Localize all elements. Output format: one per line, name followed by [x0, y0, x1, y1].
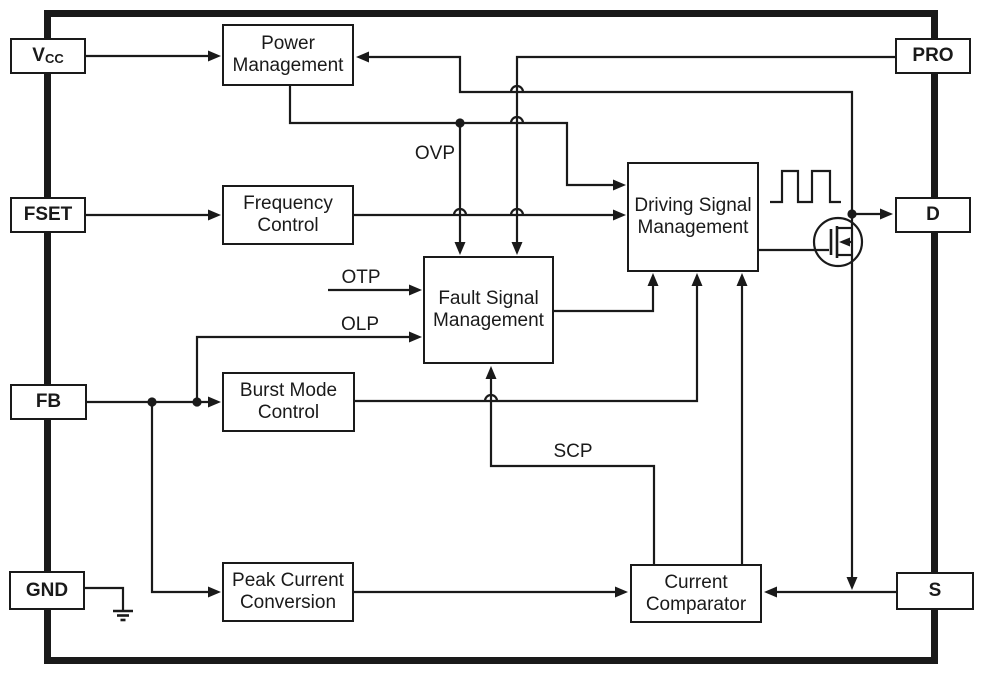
wire-source-to-s-line	[846, 214, 858, 590]
block-frequency-control: Frequency Control	[222, 185, 354, 245]
block-label: Driving Signal Management	[634, 195, 752, 238]
wire-fset-to-frequency-control	[86, 209, 221, 221]
wire-ovp-to-fault	[454, 123, 466, 255]
pin-s: S	[896, 572, 974, 610]
block-label: Current Comparator	[645, 571, 747, 615]
wire-burst-to-driving-signal	[355, 273, 703, 403]
block-label: Fault Signal Management	[433, 288, 544, 331]
pin-label: PRO	[912, 45, 954, 66]
ic-outline	[44, 10, 938, 664]
block-peak-current-conversion: Peak Current Conversion	[222, 562, 354, 622]
wire-drain-to-d-pin	[852, 208, 893, 220]
wire-drain-to-power-management	[356, 51, 854, 214]
block-label: Frequency Control	[243, 193, 333, 236]
mosfet-symbol	[812, 216, 864, 268]
junction-dots	[147, 118, 857, 407]
block-label: Peak Current Conversion	[232, 570, 344, 613]
pin-fb: FB	[10, 384, 87, 420]
block-label: Burst Mode Control	[239, 380, 338, 423]
wire-vcc-to-power-management	[86, 50, 221, 62]
pin-label: FSET	[23, 204, 73, 225]
signal-label-ovp: OVP	[414, 143, 455, 164]
pin-label-subscript: CC	[44, 51, 64, 66]
wire-fb-to-peak-current-conversion	[150, 402, 221, 598]
pin-label: GND	[25, 579, 69, 601]
block-fault-signal-management: Fault Signal Management	[423, 256, 554, 364]
wire-power-management-to-driving-signal	[288, 85, 626, 191]
waveform-icon	[770, 169, 841, 204]
pin-d: D	[895, 197, 971, 233]
pin-gnd: GND	[9, 571, 85, 610]
wire-hops	[452, 84, 525, 402]
signal-label-otp: OTP	[341, 267, 381, 288]
wire-scp-to-fault	[485, 366, 656, 564]
signal-label-olp: OLP	[340, 314, 380, 335]
wire-peak-current-to-current-comparator	[354, 586, 628, 598]
pin-label: D	[926, 204, 940, 225]
signal-label-scp: SCP	[553, 441, 593, 462]
block-label: Power Management	[232, 33, 344, 76]
wire-s-to-current-comparator	[764, 586, 896, 598]
pin-label: S	[928, 580, 942, 601]
pin-label: FB	[35, 391, 62, 412]
ground-symbol	[85, 586, 133, 622]
wire-pro-to-fault	[511, 55, 895, 255]
block-burst-mode-control: Burst Mode Control	[222, 372, 355, 432]
pin-pro: PRO	[895, 38, 971, 74]
wire-otp-to-fault	[328, 284, 422, 296]
block-power-management: Power Management	[222, 24, 354, 86]
wire-current-comparator-to-driving-signal	[736, 273, 748, 564]
wire-frequency-control-to-driving-signal	[354, 209, 626, 221]
block-driving-signal-management: Driving Signal Management	[627, 162, 759, 272]
wire-fault-to-driving-signal	[554, 273, 659, 313]
block-current-comparator: Current Comparator	[630, 564, 762, 623]
pin-label: V	[32, 45, 45, 66]
wire-fb-to-fault-olp	[195, 331, 422, 402]
pin-fset: FSET	[10, 197, 86, 233]
